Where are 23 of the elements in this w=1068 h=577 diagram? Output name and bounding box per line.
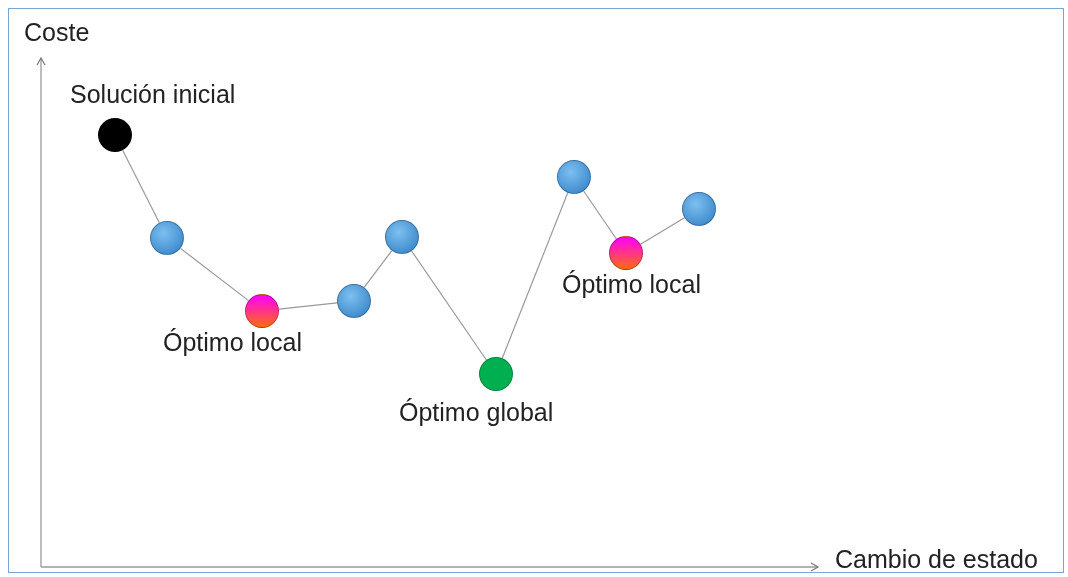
node-caption: Solución inicial [70, 80, 236, 109]
state-circle [385, 220, 419, 254]
node-caption: Óptimo global [399, 398, 554, 427]
connector-line [278, 302, 338, 310]
connector-line [583, 190, 617, 240]
local-optimum-circle [245, 294, 279, 328]
connector-line [122, 149, 160, 224]
connector-line [411, 250, 487, 361]
axis-title: Coste [24, 18, 90, 47]
state-circle [150, 221, 184, 255]
state-circle [337, 284, 371, 318]
connector-line [501, 192, 569, 359]
node-caption: Óptimo local [562, 270, 701, 299]
state-circle [682, 192, 716, 226]
connector-line [639, 217, 686, 245]
local-optimum-circle [609, 236, 643, 270]
connector-line [179, 247, 250, 302]
global-optimum-circle [479, 357, 513, 391]
axis-title: Cambio de estado [835, 545, 1038, 574]
connector-line [363, 250, 393, 288]
start-circle [98, 118, 132, 152]
node-caption: Óptimo local [163, 328, 302, 357]
state-circle [557, 160, 591, 194]
